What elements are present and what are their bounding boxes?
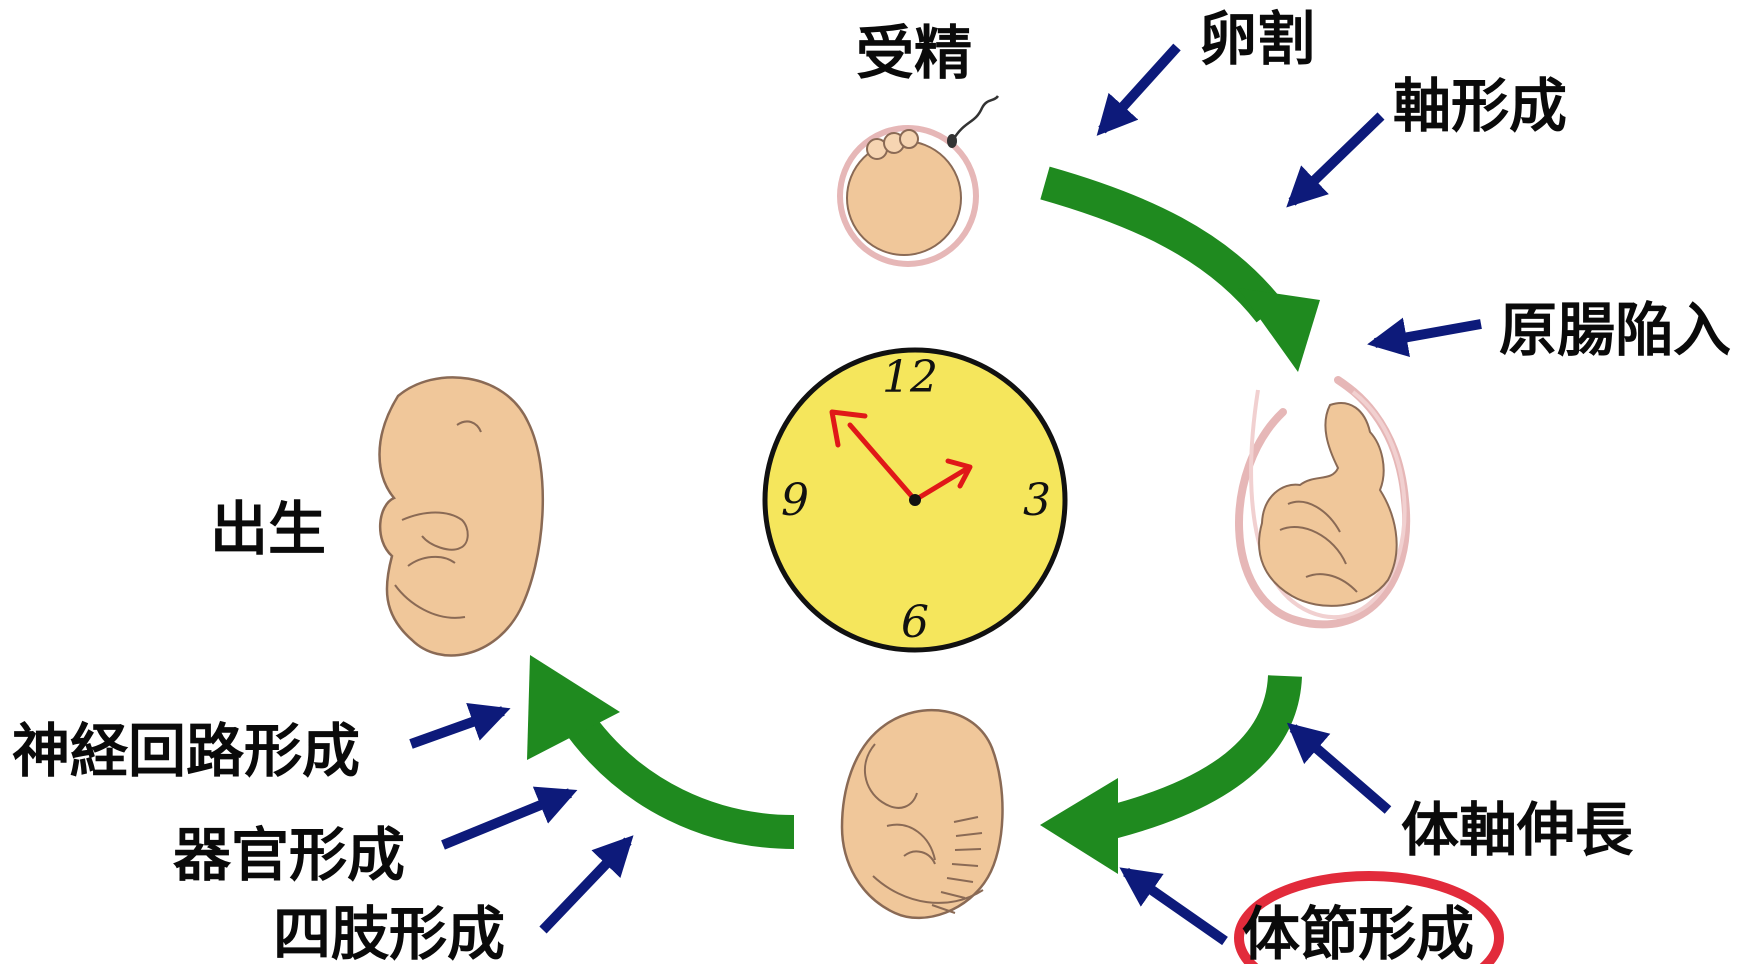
label-axis-formation: 軸形成 <box>1393 77 1567 135</box>
clock-numeral-6: 6 <box>901 597 929 648</box>
cycle-arrow-bottom-left <box>527 655 794 832</box>
zygote-illustration <box>840 96 998 264</box>
pointer-arrow-somitogenesis <box>1126 872 1225 941</box>
pointer-arrow-cleavage <box>1102 47 1177 130</box>
label-neural-circuit-formation: 神経回路形成 <box>12 722 360 780</box>
label-birth: 出生 <box>210 500 326 558</box>
cycle-arrow-top-right <box>1045 183 1320 372</box>
gastrula-illustration <box>1239 380 1406 624</box>
clock-numeral-9: 9 <box>781 475 809 526</box>
label-somitogenesis: 体節形成 <box>1242 905 1474 963</box>
pointer-arrow-limb-formation <box>543 841 628 930</box>
clock: 12 3 6 9 <box>765 350 1065 650</box>
label-cleavage: 卵割 <box>1199 10 1315 68</box>
label-gastrulation: 原腸陥入 <box>1499 301 1731 359</box>
pointer-arrow-neural-circuit-formation <box>411 711 503 744</box>
cycle-arrow-bottom-right <box>1040 676 1285 874</box>
pointer-arrow-axis-formation <box>1292 116 1381 202</box>
late-embryo-illustration <box>380 377 543 655</box>
label-organogenesis: 器官形成 <box>173 826 405 884</box>
pointer-arrow-body-axis-elongation <box>1293 728 1388 810</box>
somite-stage-embryo-illustration <box>842 710 1003 918</box>
pointer-arrow-organogenesis <box>443 793 570 845</box>
clock-center-pin <box>909 494 921 506</box>
label-limb-formation: 四肢形成 <box>273 905 505 963</box>
pointer-arrow-gastrulation <box>1375 324 1481 343</box>
clock-numeral-3: 3 <box>1023 475 1051 526</box>
clock-numeral-12: 12 <box>882 352 938 403</box>
label-body-axis-elongation: 体軸伸長 <box>1401 801 1633 859</box>
label-fertilization: 受精 <box>856 24 972 82</box>
